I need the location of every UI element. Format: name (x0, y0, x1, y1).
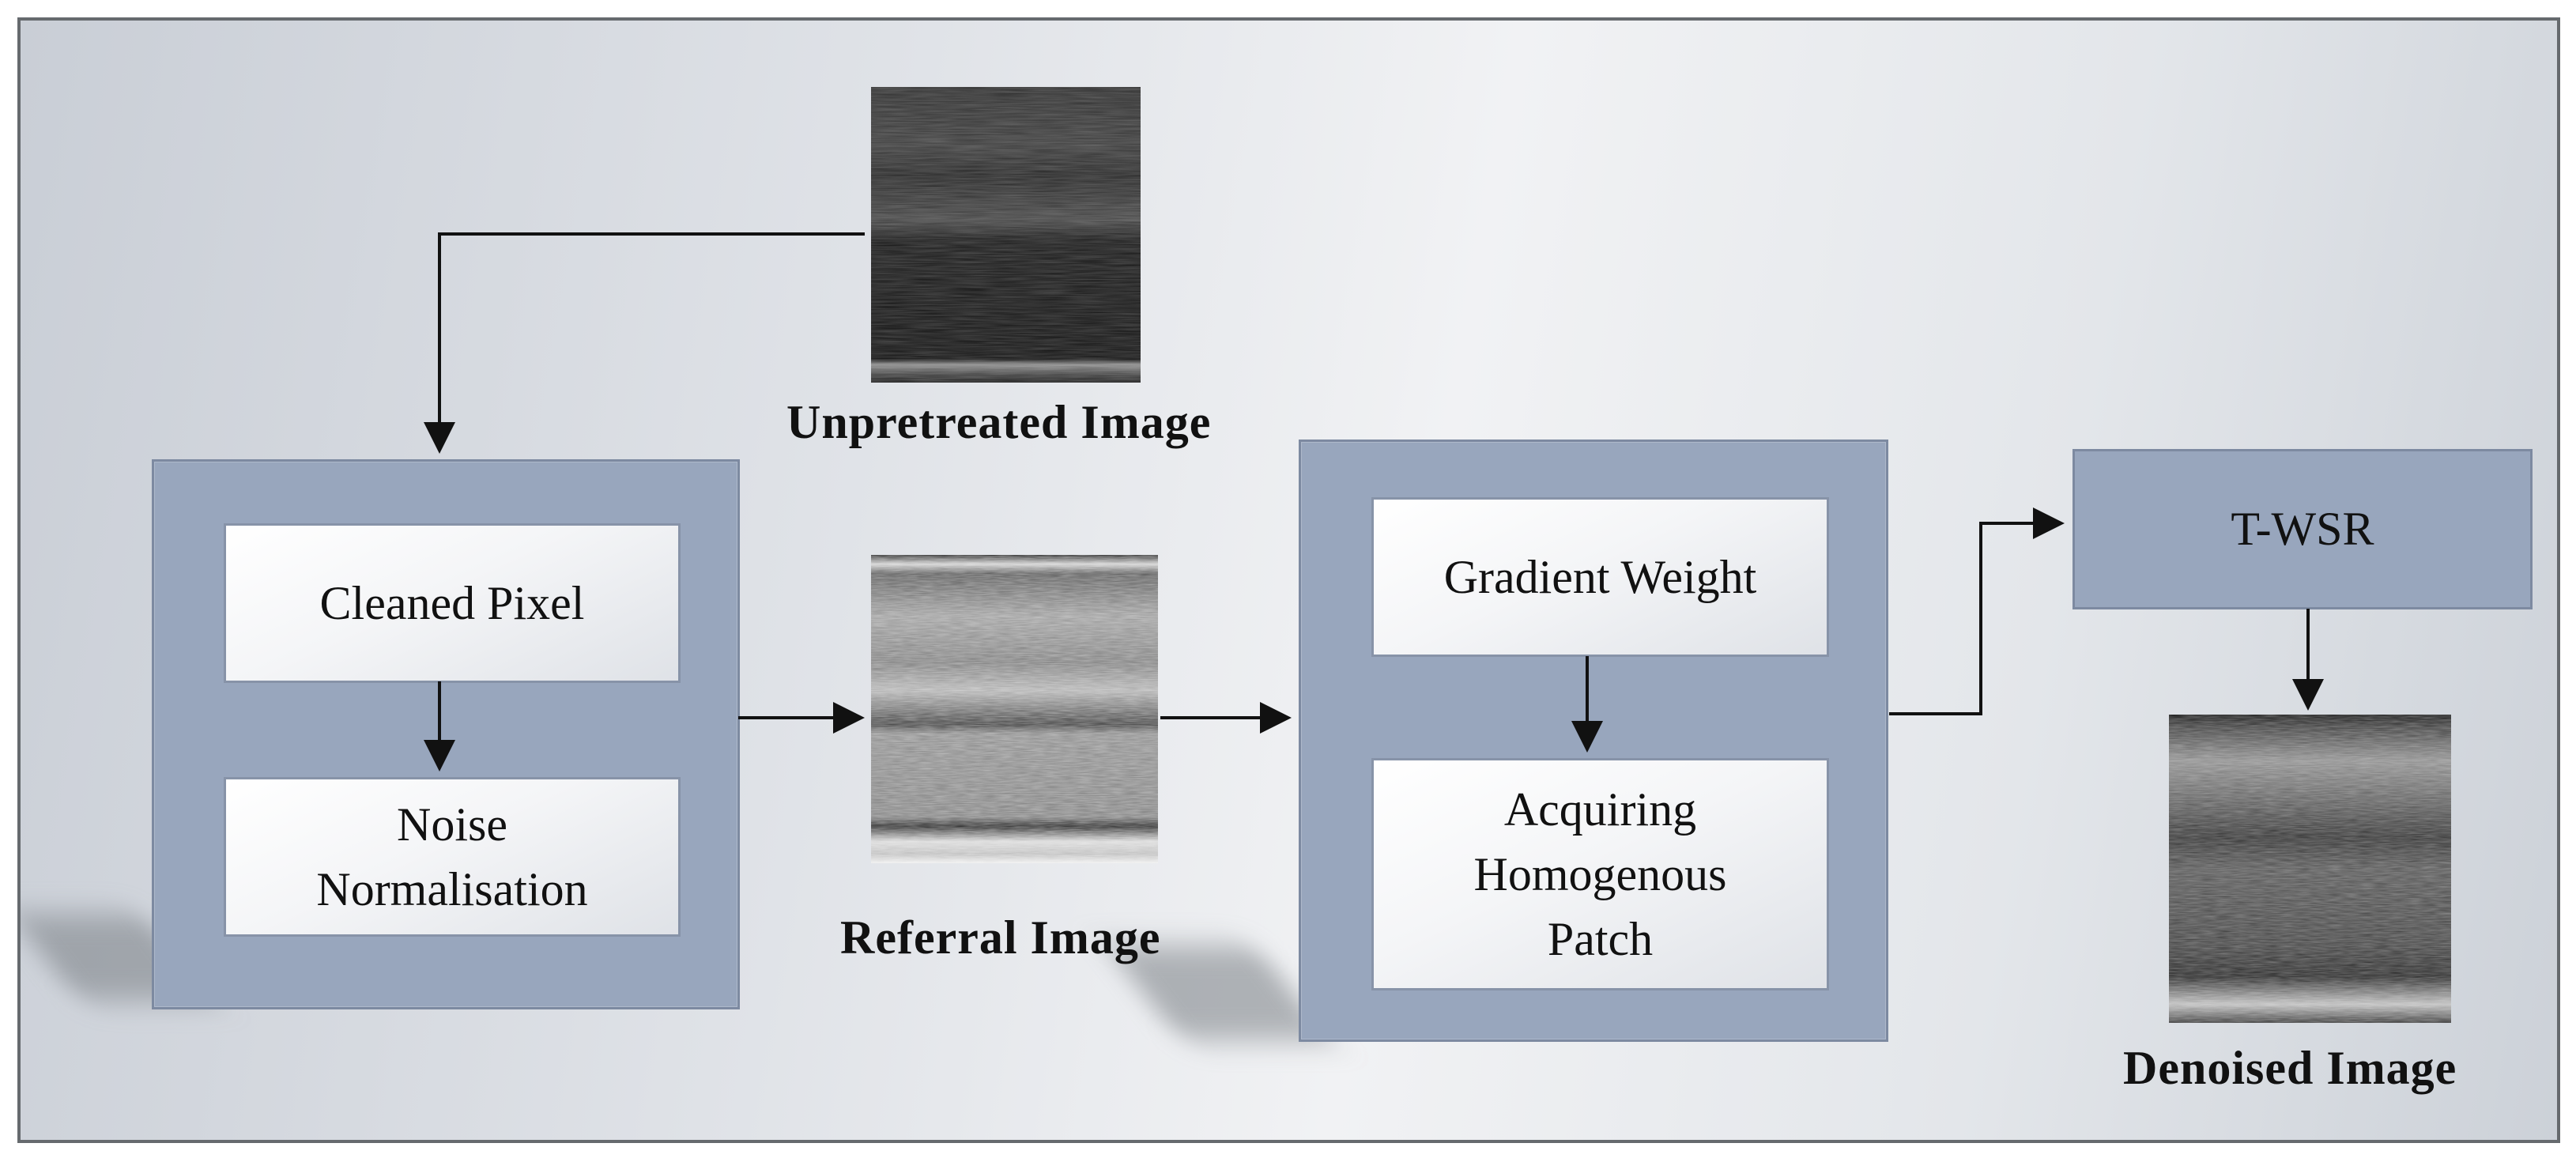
noise-normalisation-box: Noise Normalisation (224, 777, 681, 937)
gradient-weight-box: Gradient Weight (1371, 497, 1829, 657)
arrow-patch-to-twsr (1889, 507, 2065, 715)
denoised-image (2169, 715, 2451, 1023)
twsr-box: T-WSR (2072, 449, 2533, 609)
referral-image (871, 555, 1158, 863)
denoised-image-caption: Denoised Image (2123, 1042, 2457, 1094)
arrow-unpretreated-to-preprocess (424, 232, 865, 454)
cleaned-pixel-box: Cleaned Pixel (224, 523, 681, 683)
unpretreated-image-caption: Unpretreated Image (786, 396, 1212, 448)
referral-image-caption: Referral Image (840, 911, 1161, 964)
acquiring-patch-box: Acquiring Homogenous Patch (1371, 758, 1829, 990)
unpretreated-image (871, 87, 1141, 383)
